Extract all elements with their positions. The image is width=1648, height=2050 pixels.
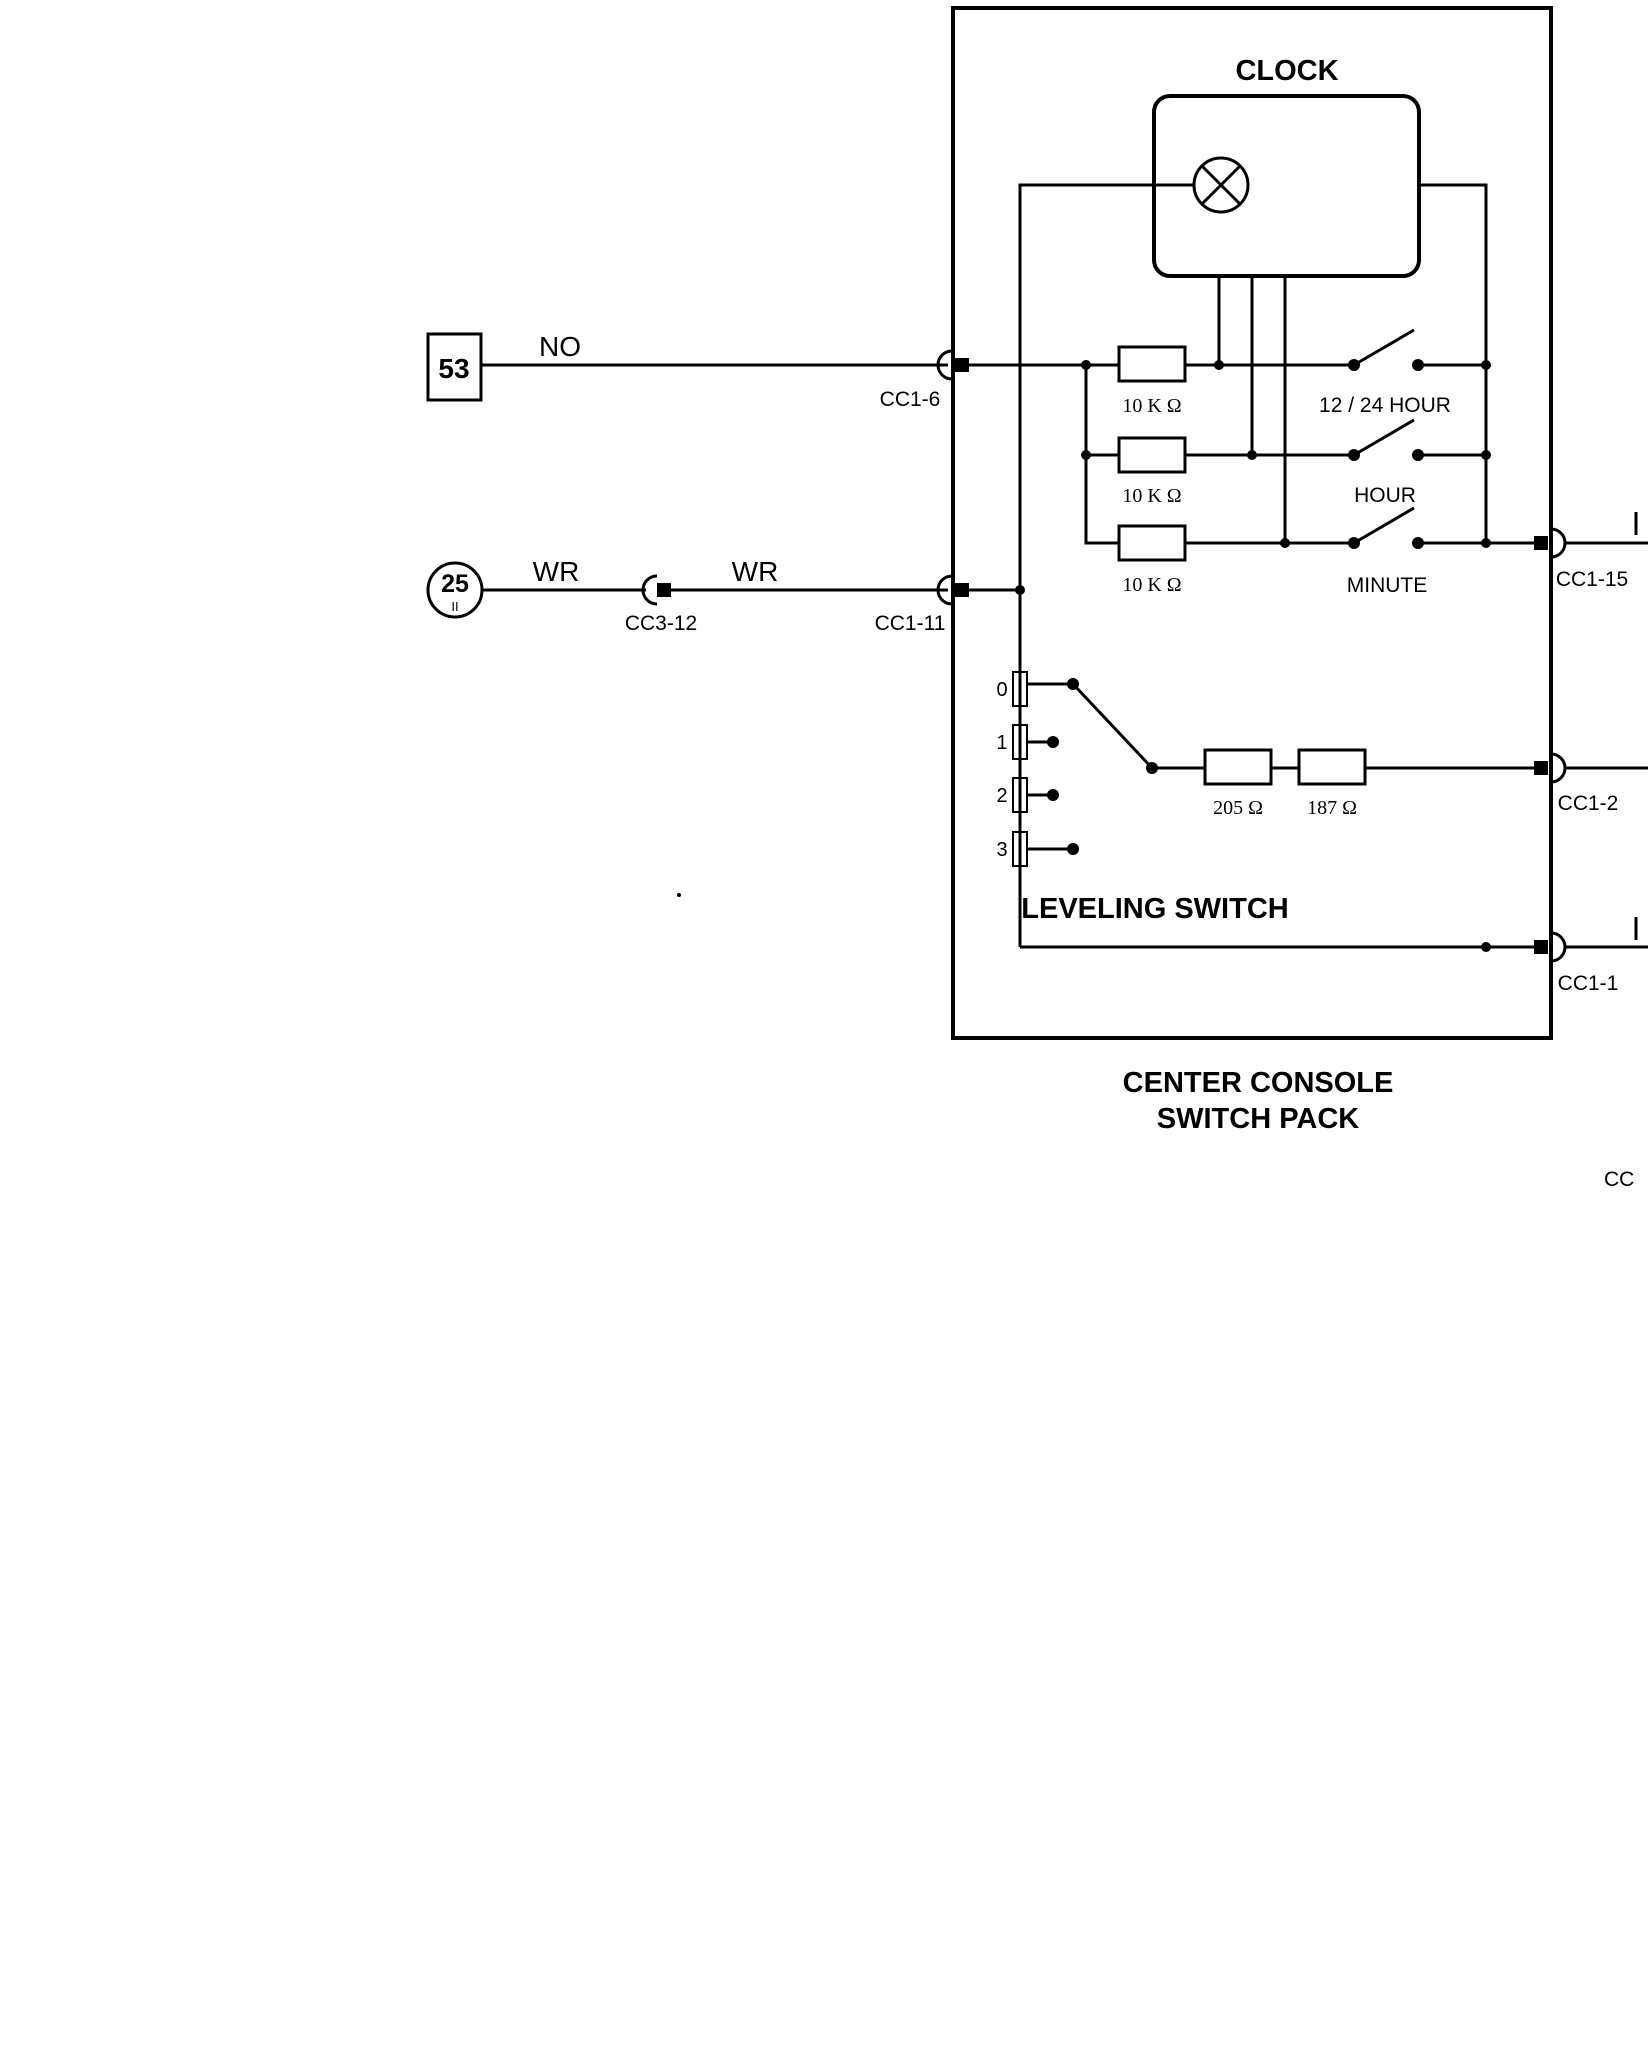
wire-wr-1-color-code: WR xyxy=(533,556,580,587)
switch-pack-title-line1: CENTER CONSOLE xyxy=(1123,1067,1394,1099)
connector-cc1-11-pin xyxy=(955,583,969,597)
resistor-10k-minute xyxy=(1117,524,1187,562)
switch-hour-label: HOUR xyxy=(1354,484,1416,507)
connector-cc1-15-housing xyxy=(1550,527,1567,559)
connector-cc1-2-label: CC1-2 xyxy=(1558,792,1619,815)
connector-cc1-2-pin xyxy=(1534,761,1548,775)
switch-12-24-hour xyxy=(1348,328,1424,371)
leveling-position-2: 2 xyxy=(996,785,1007,807)
resistor-10k-minute-label: 10 K Ω xyxy=(1122,574,1181,596)
resistor-205 xyxy=(1203,748,1273,786)
switch-minute xyxy=(1348,506,1424,549)
switch-hour xyxy=(1348,418,1424,461)
clock-lamp-icon xyxy=(1192,156,1250,214)
resistor-ladder-rail xyxy=(1084,365,1119,545)
reference-25-sub: II xyxy=(451,599,458,614)
junction-dots xyxy=(1015,360,1491,952)
connector-cc1-2-housing xyxy=(1550,752,1567,784)
resistor-10k-1224-label: 10 K Ω xyxy=(1122,395,1181,417)
leveling-position-3: 3 xyxy=(996,839,1007,861)
connector-cc1-1-housing xyxy=(1550,931,1567,963)
resistor-10k-hour-label: 10 K Ω xyxy=(1122,485,1181,507)
connector-cc1-15-label: CC1-15 xyxy=(1556,568,1628,591)
leveling-contacts xyxy=(1027,678,1079,855)
leveling-switch-wiper xyxy=(1071,682,1158,774)
switch-pack-enclosure xyxy=(951,6,1553,1040)
connector-cc1-6-housing xyxy=(936,349,953,381)
connector-cc1-11-housing xyxy=(936,574,953,606)
connector-cc1-15-pin xyxy=(1534,536,1548,550)
stray-mark xyxy=(677,893,681,897)
switch-minute-label: MINUTE xyxy=(1347,574,1428,597)
clock-title: CLOCK xyxy=(1235,55,1338,87)
leveling-position-0: 0 xyxy=(996,679,1007,701)
resistor-187 xyxy=(1297,748,1367,786)
resistor-205-label: 205 Ω xyxy=(1213,797,1263,819)
wire-no-color-code: NO xyxy=(539,331,581,362)
lamp-return-wire xyxy=(1421,183,1488,544)
leveling-resistor-0 xyxy=(1012,671,1028,707)
connector-cc1-1-label: CC1-1 xyxy=(1558,972,1619,995)
switch-pack-title-line2: SWITCH PACK xyxy=(1157,1103,1360,1135)
resistor-10k-hour xyxy=(1117,436,1187,474)
connector-cc3-12-housing xyxy=(641,574,658,606)
resistor-187-label: 187 Ω xyxy=(1307,797,1357,819)
wire-wr-2-color-code: WR xyxy=(732,556,779,587)
connector-cropped-label: CC xyxy=(1604,1168,1634,1191)
lamp-feed-wire xyxy=(1018,183,1194,590)
connector-cc3-12-pin xyxy=(657,583,671,597)
leveling-position-1: 1 xyxy=(996,732,1007,754)
reference-25-label: 25 xyxy=(441,570,469,598)
connector-cc1-6-label: CC1-6 xyxy=(880,388,941,411)
connector-cc1-11-label: CC1-11 xyxy=(875,612,946,635)
connector-cc3-12-label: CC3-12 xyxy=(625,612,697,635)
resistor-10k-1224 xyxy=(1117,345,1187,383)
reference-53-box xyxy=(426,332,483,402)
connector-cc1-6-pin xyxy=(955,358,969,372)
leveling-switch-title: LEVELING SWITCH xyxy=(1021,893,1288,925)
switch-12-24-hour-label: 12 / 24 HOUR xyxy=(1319,394,1451,417)
reference-53-label: 53 xyxy=(438,353,469,384)
connector-cc1-1-pin xyxy=(1534,940,1548,954)
